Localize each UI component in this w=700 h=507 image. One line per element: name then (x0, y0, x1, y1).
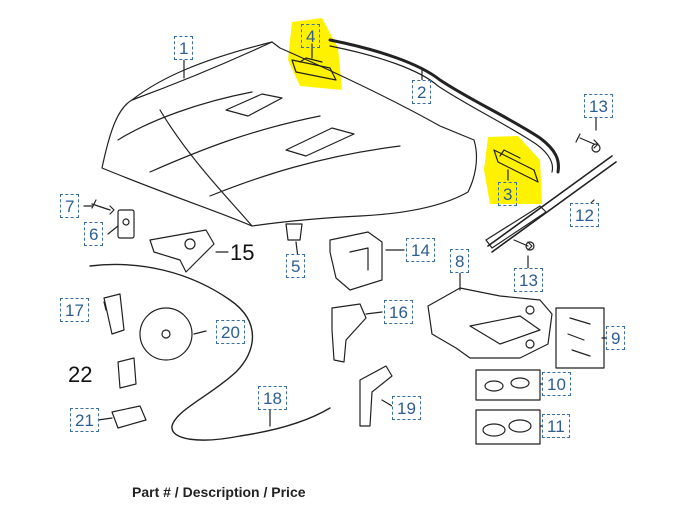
clip-6 (117, 209, 135, 239)
label-22[interactable]: 22 (68, 362, 93, 387)
bracket-17 (103, 293, 125, 335)
callout-6[interactable]: 6 (84, 222, 104, 246)
callout-4[interactable]: 4 (301, 24, 321, 48)
hood-seal-strip (328, 38, 560, 174)
bumper-5 (285, 223, 303, 241)
hinge-assembly-8 (427, 287, 553, 359)
hinge-bracket-3 (493, 149, 539, 183)
callout-13-top[interactable]: 13 (584, 94, 613, 118)
actuator-16 (331, 303, 367, 363)
callout-21[interactable]: 21 (70, 408, 99, 432)
callout-19[interactable]: 19 (392, 396, 421, 420)
callout-17[interactable]: 17 (60, 298, 89, 322)
callout-2[interactable]: 2 (412, 80, 432, 104)
callout-16[interactable]: 16 (384, 300, 413, 324)
footer-caption: Part # / Description / Price (132, 484, 306, 500)
callout-11[interactable]: 11 (542, 414, 570, 438)
release-cable (89, 263, 331, 441)
callout-1[interactable]: 1 (174, 36, 194, 60)
hood-panel (101, 41, 478, 227)
release-lever-19 (359, 365, 393, 427)
insulator-pad-20 (139, 307, 193, 361)
callout-8[interactable]: 8 (450, 249, 470, 273)
release-handle-21 (111, 405, 147, 429)
callout-7[interactable]: 7 (60, 194, 80, 218)
callout-14[interactable]: 14 (406, 238, 435, 262)
latch-assembly-14 (329, 231, 383, 291)
hood-latch-15 (149, 229, 215, 273)
leader-lines (83, 43, 613, 427)
gas-strut (487, 155, 617, 253)
callout-12[interactable]: 12 (570, 203, 599, 227)
bolt-13-top (575, 133, 599, 149)
clip-22 (117, 357, 137, 389)
callout-20[interactable]: 20 (216, 320, 245, 344)
callout-18[interactable]: 18 (258, 386, 287, 410)
callout-10[interactable]: 10 (542, 372, 571, 396)
hinge-bracket-4 (291, 57, 337, 81)
label-15[interactable]: 15 (230, 240, 255, 265)
bolts-9 (567, 317, 591, 357)
screw-7 (91, 199, 115, 215)
callout-13-bottom[interactable]: 13 (514, 268, 543, 292)
callout-3[interactable]: 3 (498, 182, 518, 206)
callout-9[interactable]: 9 (606, 326, 626, 350)
callout-5[interactable]: 5 (286, 254, 306, 278)
